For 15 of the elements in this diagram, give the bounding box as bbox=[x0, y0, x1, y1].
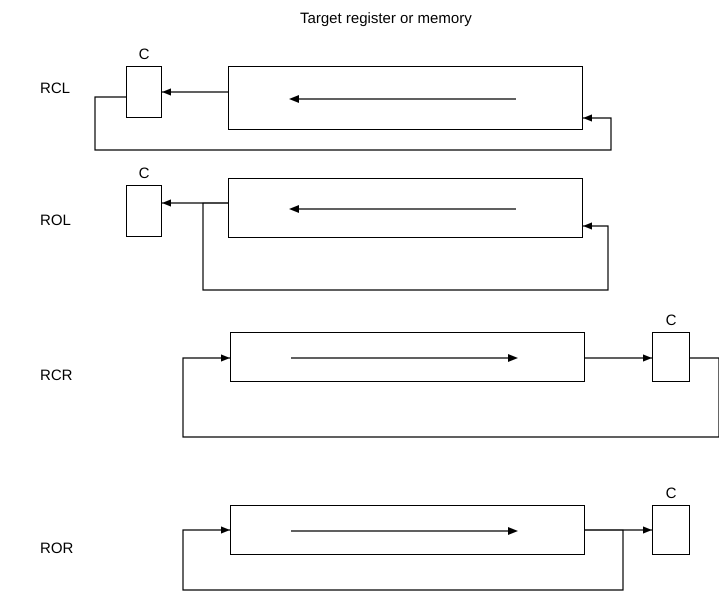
arrow bbox=[162, 88, 228, 96]
arrow bbox=[182, 526, 624, 591]
register-label: C bbox=[138, 46, 150, 64]
arrow bbox=[202, 202, 609, 291]
register-label: C bbox=[664, 485, 678, 503]
instruction-label: ROR bbox=[40, 540, 74, 558]
instruction-label: ROL bbox=[40, 212, 71, 230]
instruction-label: RCL bbox=[40, 80, 70, 98]
instruction-label: RCR bbox=[40, 367, 72, 385]
arrow bbox=[585, 354, 652, 362]
diagram-heading: Target register or memory bbox=[300, 10, 472, 28]
arrow bbox=[182, 354, 719, 438]
register-label: C bbox=[664, 312, 678, 330]
arrow bbox=[94, 96, 612, 151]
register-label: C bbox=[138, 165, 150, 183]
